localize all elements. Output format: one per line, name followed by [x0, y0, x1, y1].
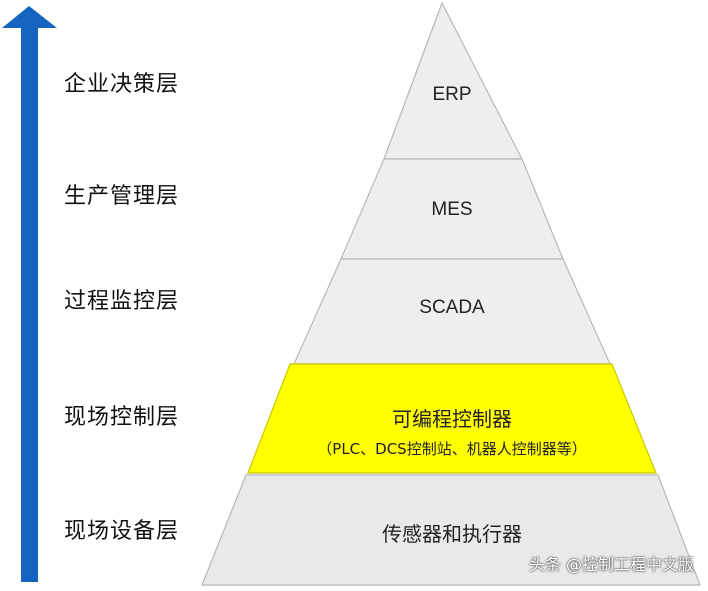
tier-mes-label: MES: [431, 199, 473, 220]
layer-label-device: 现场设备层: [64, 519, 180, 544]
tier-plc-shape: [247, 363, 657, 474]
tier-erp-label: ERP: [432, 84, 472, 105]
arrow-shaft: [21, 28, 38, 582]
layer-label-enterprise: 企业决策层: [64, 72, 180, 97]
tier-plc-sublabel: （PLC、DCS控制站、机器人控制器等）: [317, 440, 587, 458]
tier-scada-label: SCADA: [419, 297, 485, 318]
layer-label-control: 现场控制层: [64, 405, 180, 430]
watermark: 头条 @控制工程中文版: [528, 555, 694, 574]
tier-sensor-shape: [201, 474, 701, 586]
tier-sensor-label: 传感器和执行器: [382, 522, 522, 546]
tier-plc-label: 可编程控制器: [392, 407, 512, 431]
tier-erp-shape: [383, 1, 523, 160]
arrow-head: [2, 6, 57, 28]
up-arrow-icon: [2, 6, 57, 582]
layer-label-production: 生产管理层: [64, 184, 180, 209]
layer-label-supervision: 过程监控层: [64, 289, 180, 314]
